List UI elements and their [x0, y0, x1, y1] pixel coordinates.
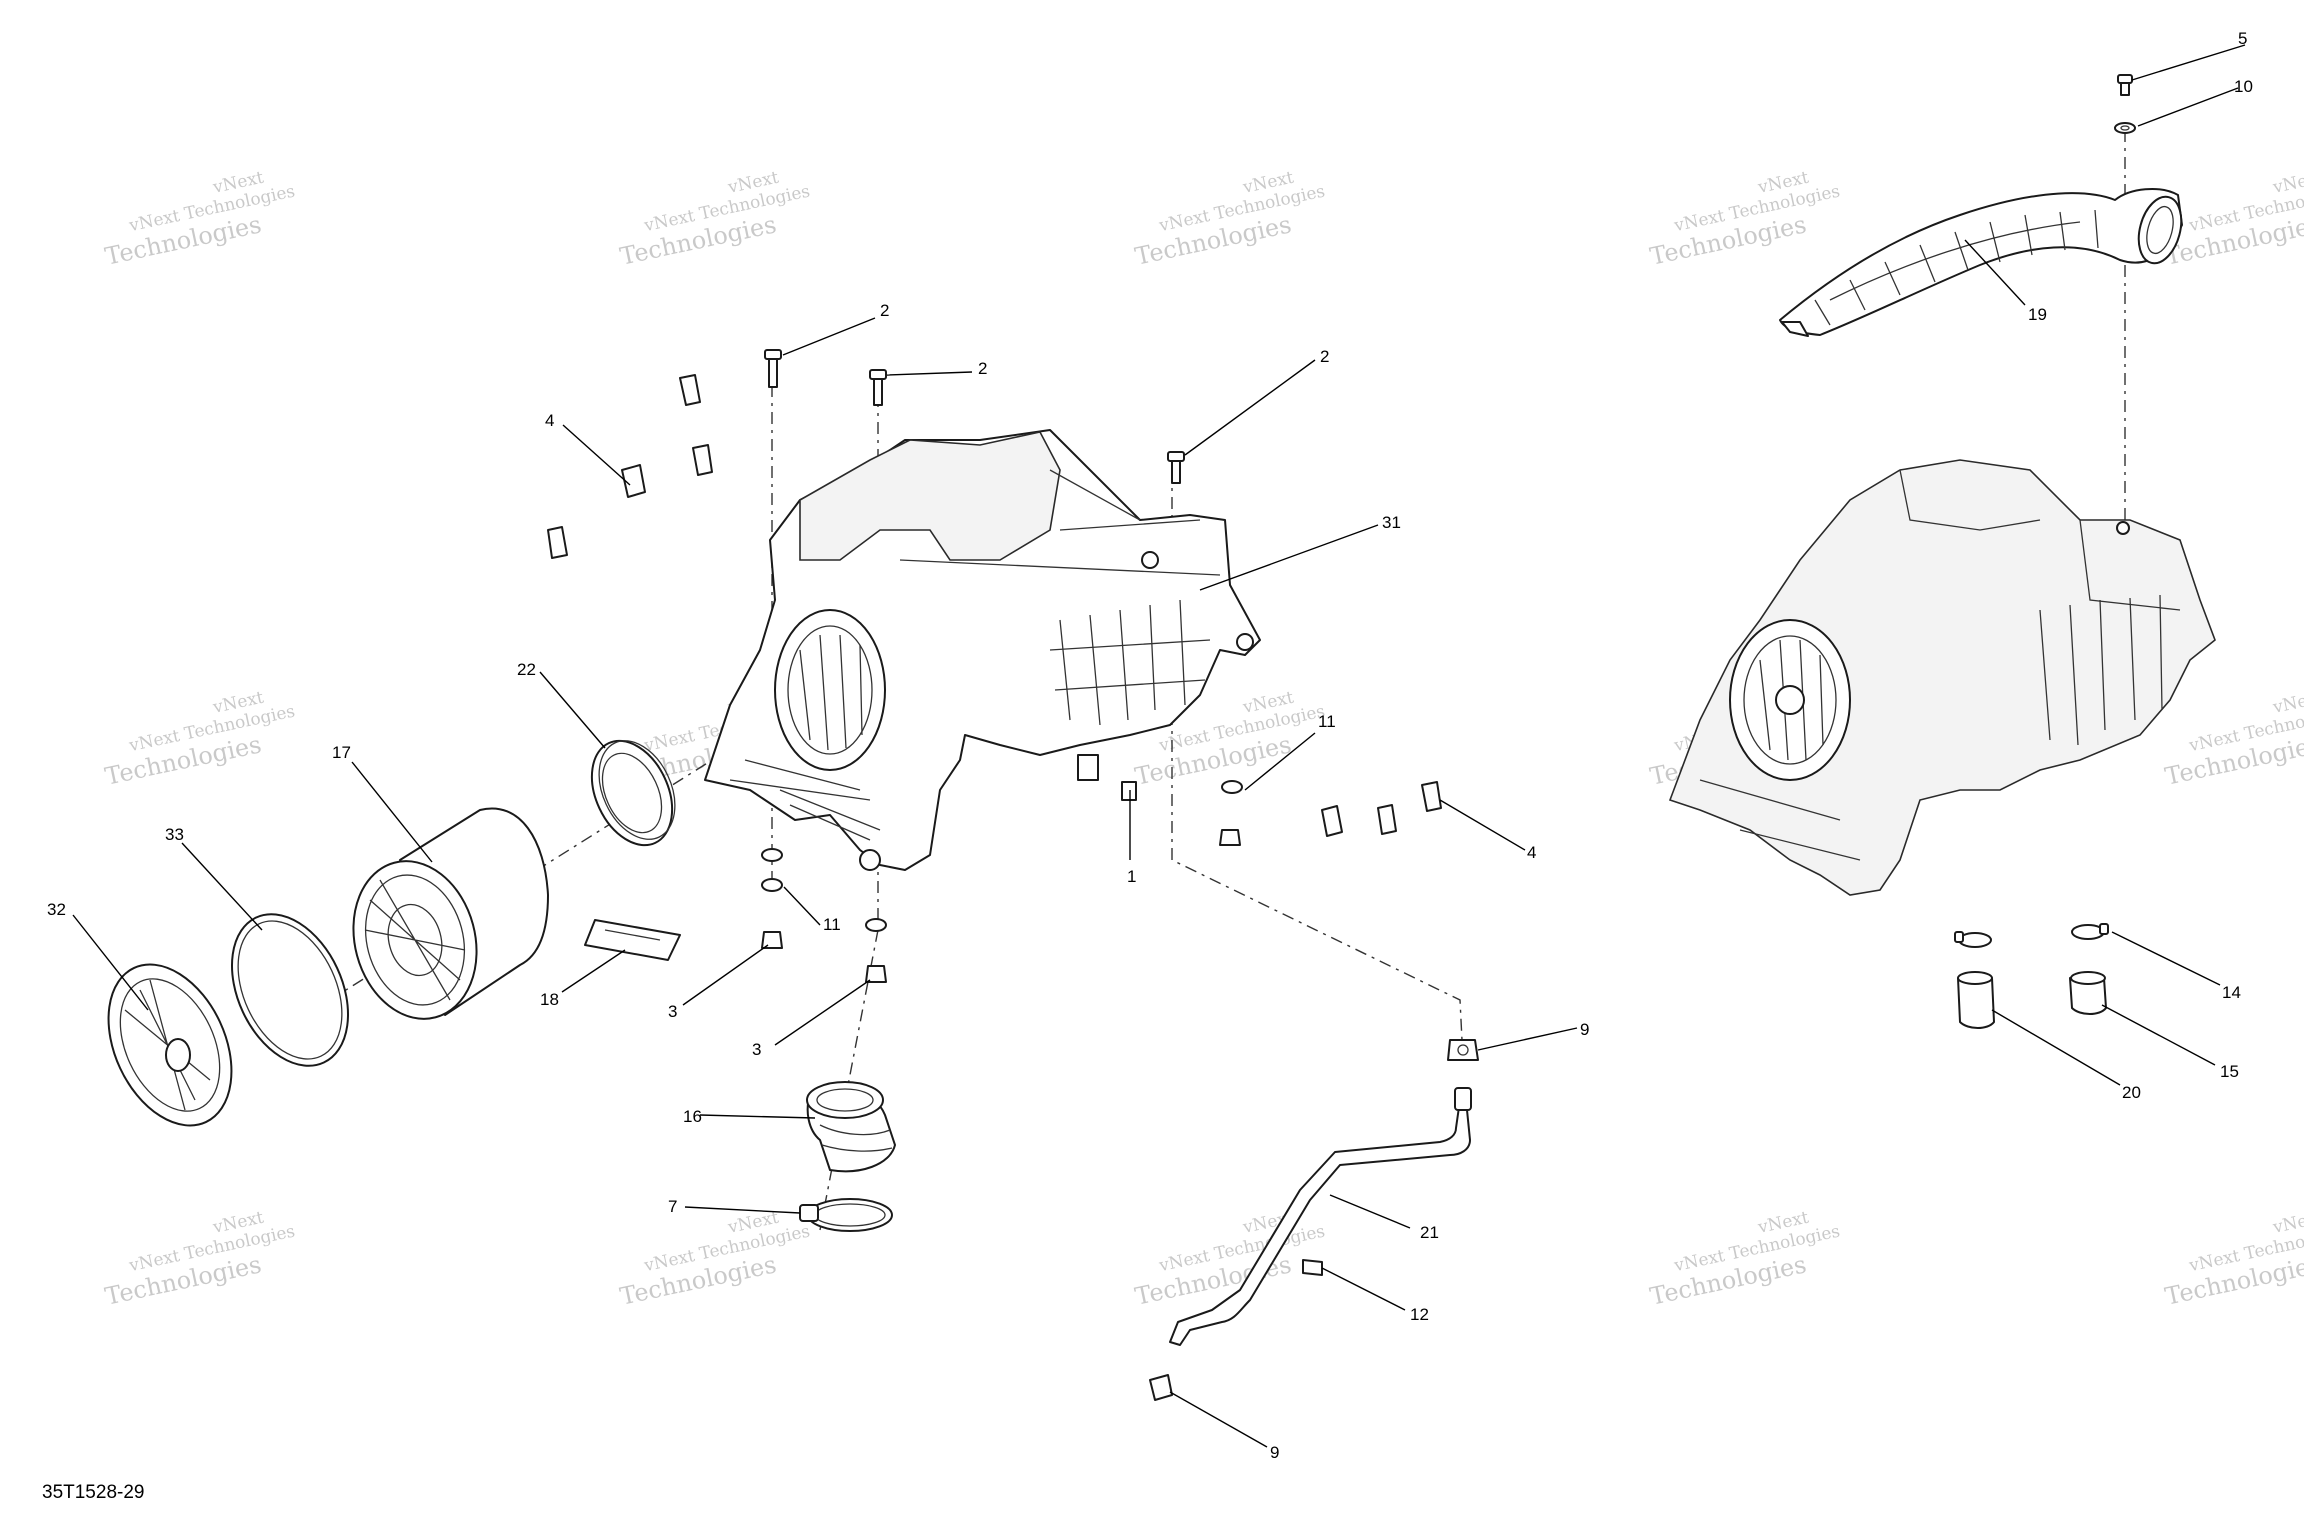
callout-1: 1 [1127, 867, 1136, 886]
callout-14: 14 [2222, 983, 2241, 1002]
callout-15: 15 [2220, 1062, 2239, 1081]
washer-10 [2114, 122, 2136, 134]
nut-1 [1077, 754, 1241, 846]
washer-11-b [865, 918, 887, 932]
clip-4-group-right [1321, 781, 1442, 837]
nut-3-a [761, 931, 783, 949]
intake-duct-19 [1779, 188, 2183, 337]
callout-3: 3 [752, 1040, 761, 1059]
label-18 [584, 919, 681, 961]
bolt-2-c [1167, 451, 1185, 484]
callout-9: 9 [1580, 1020, 1589, 1039]
callout-10: 10 [2234, 77, 2253, 96]
intake-boot-16 [806, 1081, 896, 1173]
clip-9-bottom [1149, 1374, 1173, 1401]
callout-12: 12 [1410, 1305, 1429, 1324]
washer-11-a [761, 848, 783, 892]
seal-ring-22 [590, 739, 676, 847]
callout-18: 18 [540, 990, 559, 1009]
callout-19: 19 [2028, 305, 2047, 324]
callout-20: 20 [2122, 1083, 2141, 1102]
bolt-2-b [869, 369, 887, 406]
callout-2: 2 [880, 301, 889, 320]
screw-5 [2117, 74, 2133, 96]
callout-4: 4 [545, 411, 554, 430]
clamp-14-left [1954, 931, 1992, 948]
clamp-14-right [2071, 923, 2109, 940]
callout-11: 11 [1318, 712, 1336, 731]
callout-3: 3 [668, 1002, 677, 1021]
o-ring-33 [230, 913, 350, 1067]
bolt-2-a [764, 349, 782, 388]
callout-2: 2 [1320, 347, 1329, 366]
callout-labels: 5 10 19 2 2 2 4 31 22 17 33 32 11 11 1 4… [47, 29, 2253, 1462]
callout-22: 22 [517, 660, 536, 679]
washer-11-c [1221, 780, 1243, 794]
callout-33: 33 [165, 825, 184, 844]
callout-2: 2 [978, 359, 987, 378]
air-filter-housing-31 [704, 429, 1261, 871]
nut-3-b [865, 965, 887, 983]
callout-7: 7 [668, 1197, 677, 1216]
assembled-housing-view [1668, 459, 2216, 896]
air-filter-17 [352, 807, 549, 1020]
clamp-7 [799, 1198, 893, 1232]
callout-16: 16 [683, 1107, 702, 1126]
leader-lines [72, 44, 2246, 1448]
callout-21: 21 [1420, 1223, 1439, 1242]
callout-4: 4 [1527, 843, 1536, 862]
clip-12 [1302, 1259, 1323, 1276]
callout-17: 17 [332, 743, 351, 762]
callout-31: 31 [1382, 513, 1401, 532]
hose-20 [1957, 971, 1995, 1029]
callout-5: 5 [2238, 29, 2247, 48]
callout-32: 32 [47, 900, 66, 919]
clip-9-top [1447, 1039, 1479, 1061]
hose-15 [2069, 971, 2107, 1015]
callout-9: 9 [1270, 1443, 1279, 1462]
hose-21 [1169, 1087, 1472, 1346]
clip-4-group-left [547, 374, 713, 559]
callout-11: 11 [823, 915, 841, 934]
figure-code: 35T1528-29 [42, 1482, 144, 1503]
filter-cover-32 [107, 963, 233, 1127]
